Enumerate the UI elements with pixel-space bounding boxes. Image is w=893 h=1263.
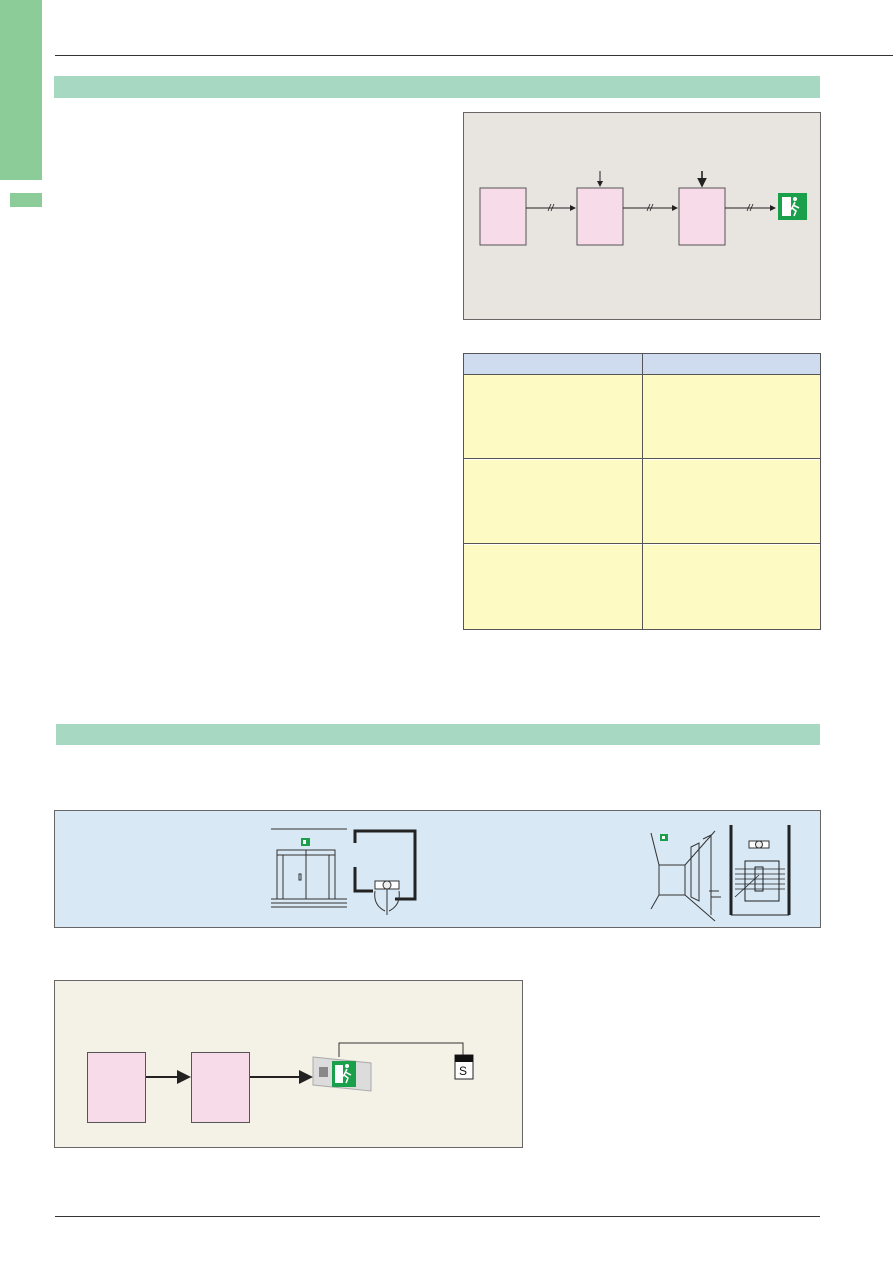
flow-box-3 [678,187,726,246]
exit-sign-fixture-icon [312,1056,372,1092]
door-illustration [271,828,347,908]
section-bar-2 [56,724,820,745]
header-rule [55,55,893,56]
side-tab-marker [10,193,42,207]
wiring-path [353,829,417,901]
system-diagram [146,1042,474,1092]
flow-diagram [479,171,807,246]
section-bar-1 [54,76,820,98]
cable-mark-icon [547,203,754,212]
table-divider [642,354,643,629]
sensor-box-cap [455,1055,473,1062]
footer-rule [55,1216,820,1217]
system-box-2 [191,1052,250,1123]
system-box-1 [87,1052,146,1123]
stairwell-illustration [729,825,791,916]
sensor-wire [338,1042,464,1057]
install-panel [54,810,821,928]
corridor-illustration [650,830,721,922]
system-panel: S [54,980,523,1148]
flow-box-1 [479,187,527,246]
flow-box-2 [576,187,624,246]
install-illustrations [271,825,791,922]
exit-sign-icon [301,838,310,846]
flow-diagram-panel [463,112,821,320]
wiring-path [353,867,373,893]
exit-sign-icon [660,834,668,841]
spec-table [463,353,821,630]
sensor-icon [374,880,400,915]
side-tab [0,0,42,180]
sensor-icon [748,840,770,849]
exit-sign-icon [778,193,807,220]
sensor-label: S [459,1064,468,1078]
